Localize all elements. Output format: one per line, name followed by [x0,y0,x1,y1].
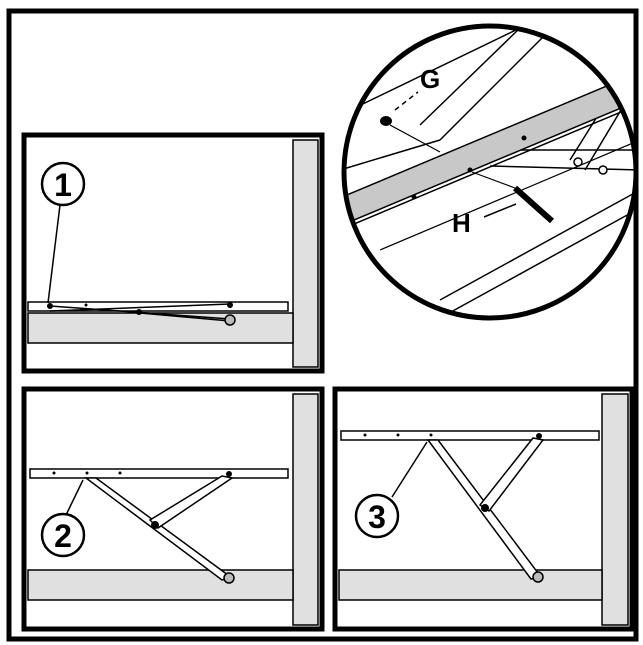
panel-3-rail-hole-3 [429,433,433,437]
label-h-leader [483,203,517,218]
step-1-badge [40,161,86,207]
step-3-leader [391,441,428,498]
panel-1-hinge [224,314,236,326]
detail-view: G H [341,23,639,321]
panel-1-pivot-3 [227,302,233,308]
detail-rail-hole-2 [467,167,473,173]
detail-arm-hole-1 [573,157,583,167]
panel-2-pivot-mid [151,521,159,529]
detail-view-fill [344,26,636,318]
label-g-leader [394,91,419,111]
detail-slat-1 [439,189,636,301]
label-h: H [452,208,471,238]
detail-structure-line-4 [439,26,561,141]
step-3-label: 3 [368,499,386,535]
panel-3-rail-hole-1 [363,433,367,437]
detail-rail-hole-1 [411,194,417,200]
panel-step-1: 1 [21,132,325,374]
panel-1-pivot-2 [136,309,142,315]
step-1-leader [47,204,61,304]
panel-1-arm-b [49,303,231,312]
panel-3-hinge [532,571,544,583]
detail-arm-hole-2 [598,165,608,175]
label-g: G [420,64,440,94]
panel-2-top-rail [29,468,289,479]
panel-2-hinge [223,572,235,584]
step-1-label: 1 [54,167,72,203]
detail-rail-hole-3 [521,135,527,141]
panel-2-base [27,569,294,601]
panel-3-pivot-top [536,433,542,439]
panel-2-rail-hole-1 [52,471,56,475]
bolt-g-path [389,124,441,153]
detail-rail [344,70,636,230]
bolt-g [380,116,392,126]
panel-step-2: 2 [21,386,325,632]
panel-1-base [27,312,294,344]
detail-rail-edge [344,103,636,233]
step-2-badge [40,512,86,558]
panel-2-rail-hole-2 [85,471,89,475]
panel-1-rail-hole [84,303,88,307]
step-2-leader [65,479,84,516]
detail-slat-3 [379,139,636,251]
panel-3-rail-hole-2 [396,433,400,437]
detail-structure-line-3 [419,27,521,126]
step-2-label: 2 [54,518,72,554]
screw-h-path [471,171,516,189]
panel-2-rail-hole-3 [118,471,122,475]
panel-1-wall [292,139,319,368]
panel-3-base [338,569,603,601]
step-3-badge [354,493,400,539]
panel-1-pivot-1 [47,303,53,309]
panel-2-pivot-top [226,471,232,477]
panel-step-3: 3 [332,386,635,632]
panel-2-wall [292,393,319,626]
panel-3-top-rail [340,430,600,441]
panel-1-arm-c [139,312,231,322]
screw-h [513,185,554,224]
detail-structure-line-2 [344,139,441,171]
detail-structure-line-1 [344,27,521,116]
detail-slat-2 [439,207,636,318]
panel-3-wall [601,393,629,626]
detail-view-border [341,23,639,321]
panel-3-pivot-mid [481,504,489,512]
detail-arm-2 [489,165,636,171]
